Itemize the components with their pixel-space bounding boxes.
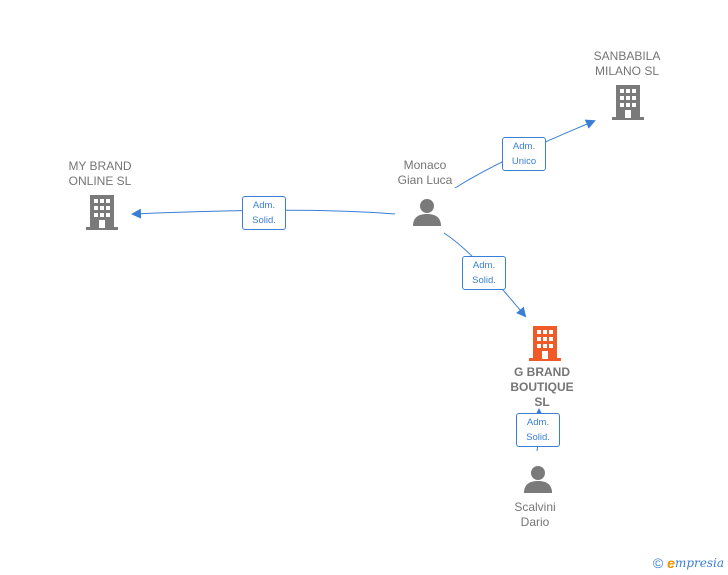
brand-initial: e [667,555,675,571]
person-icon[interactable] [523,464,553,494]
relation-type: Solid. [252,215,276,226]
node-label-gbrand[interactable]: G BRAND BOUTIQUE SL [497,365,587,410]
node-name-line: Scalvini [514,500,556,514]
relation-role: Adm. [526,417,550,428]
relation-label-scalvini-gbrand[interactable]: Adm. Solid. [516,413,560,447]
building-icon[interactable] [529,325,561,361]
building-icon[interactable] [86,194,118,230]
person-icon[interactable] [412,197,442,227]
brand-name: mpresia [674,556,724,570]
relation-role: Adm. [512,141,536,152]
relation-label-monaco-gbrand[interactable]: Adm. Solid. [462,256,506,290]
relation-label-monaco-mybrand[interactable]: Adm. Solid. [242,196,286,230]
relation-type: Solid. [526,432,550,443]
node-name-line: ONLINE SL [68,174,132,188]
building-icon[interactable] [612,84,644,120]
node-name-line: Gian Luca [397,173,453,187]
node-name-line: Dario [520,515,550,529]
relation-type: Solid. [472,275,496,286]
relation-role: Adm. [472,260,496,271]
node-label-scalvini[interactable]: Scalvini Dario [490,500,580,530]
node-label-monaco[interactable]: Monaco Gian Luca [380,158,470,188]
node-name-line: Monaco [403,158,447,172]
node-name-line: SANBABILA [593,49,661,63]
empresia-logo[interactable]: © e mpresia [653,555,724,571]
relation-role: Adm. [252,200,276,211]
node-name-line: SL [534,395,550,409]
node-label-mybrand[interactable]: MY BRAND ONLINE SL [56,159,144,189]
copyright-symbol: © [652,555,664,571]
node-label-sanbabila[interactable]: SANBABILA MILANO SL [583,49,671,79]
node-name-line: G BRAND [514,365,570,379]
node-name-line: MILANO SL [594,64,660,78]
node-name-line: MY BRAND [68,159,132,173]
relation-label-monaco-sanbabila[interactable]: Adm. Unico [502,137,546,171]
node-name-line: BOUTIQUE [510,380,574,394]
relation-type: Unico [511,156,537,167]
